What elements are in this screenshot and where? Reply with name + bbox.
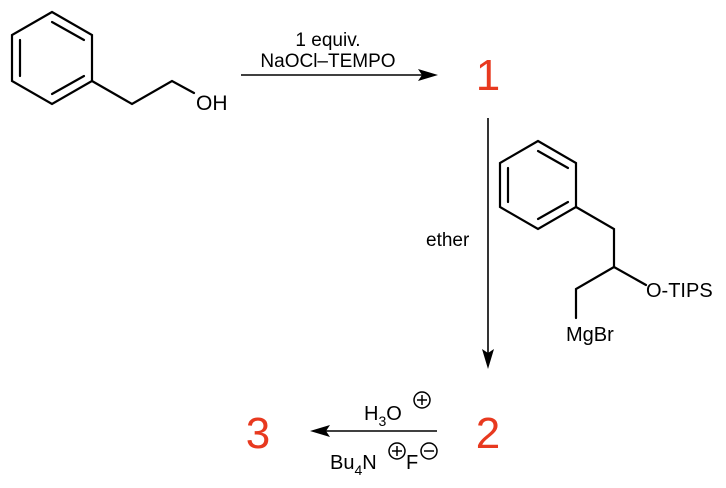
o-tips-bond xyxy=(612,265,648,287)
h3o-o: O xyxy=(386,403,402,425)
reagent-equiv-label: 1 equiv. xyxy=(295,30,360,51)
svg-text:Bu4N: Bu4N xyxy=(330,452,377,478)
ammonium-charge-plus xyxy=(388,442,406,460)
h3o-charge-plus xyxy=(413,391,431,409)
benzene-ring-sm xyxy=(10,10,94,106)
grignard-addition-arrow xyxy=(482,118,494,369)
compound-number-3: 3 xyxy=(246,409,270,458)
sm-hydroxyl-label: OH xyxy=(196,92,228,115)
reagent-oxidant-label: NaOCl–TEMPO xyxy=(260,51,395,72)
tbaf-label: Bu4N F xyxy=(330,442,438,478)
starting-material-structure: OH xyxy=(10,10,228,115)
oxidation-arrow xyxy=(241,69,438,81)
ch2-mgbr-bond xyxy=(574,265,616,320)
ethyl-chain xyxy=(90,79,196,106)
mgbr-label: MgBr xyxy=(566,324,614,346)
alkyl-chain xyxy=(574,205,616,269)
grignard-reagent-structure: O-TIPS MgBr xyxy=(498,139,713,346)
solvent-label: ether xyxy=(426,230,470,251)
hydronium-label: H3O xyxy=(364,391,431,429)
bu4n-bu: Bu xyxy=(330,452,354,474)
compound-number-2: 2 xyxy=(476,409,500,458)
svg-text:H3O: H3O xyxy=(364,403,402,429)
benzene-ring-grignard xyxy=(498,139,578,231)
otips-label: O-TIPS xyxy=(646,280,713,302)
compound-number-1: 1 xyxy=(476,51,500,100)
fluoride-charge-minus xyxy=(420,442,438,460)
bu4n-n: N xyxy=(362,452,376,474)
workup-arrow xyxy=(310,425,437,437)
bu4n-subscript: 4 xyxy=(354,462,362,478)
h3o-h: H xyxy=(364,403,378,425)
h3o-subscript: 3 xyxy=(378,413,386,429)
fluoride-f: F xyxy=(406,452,418,474)
